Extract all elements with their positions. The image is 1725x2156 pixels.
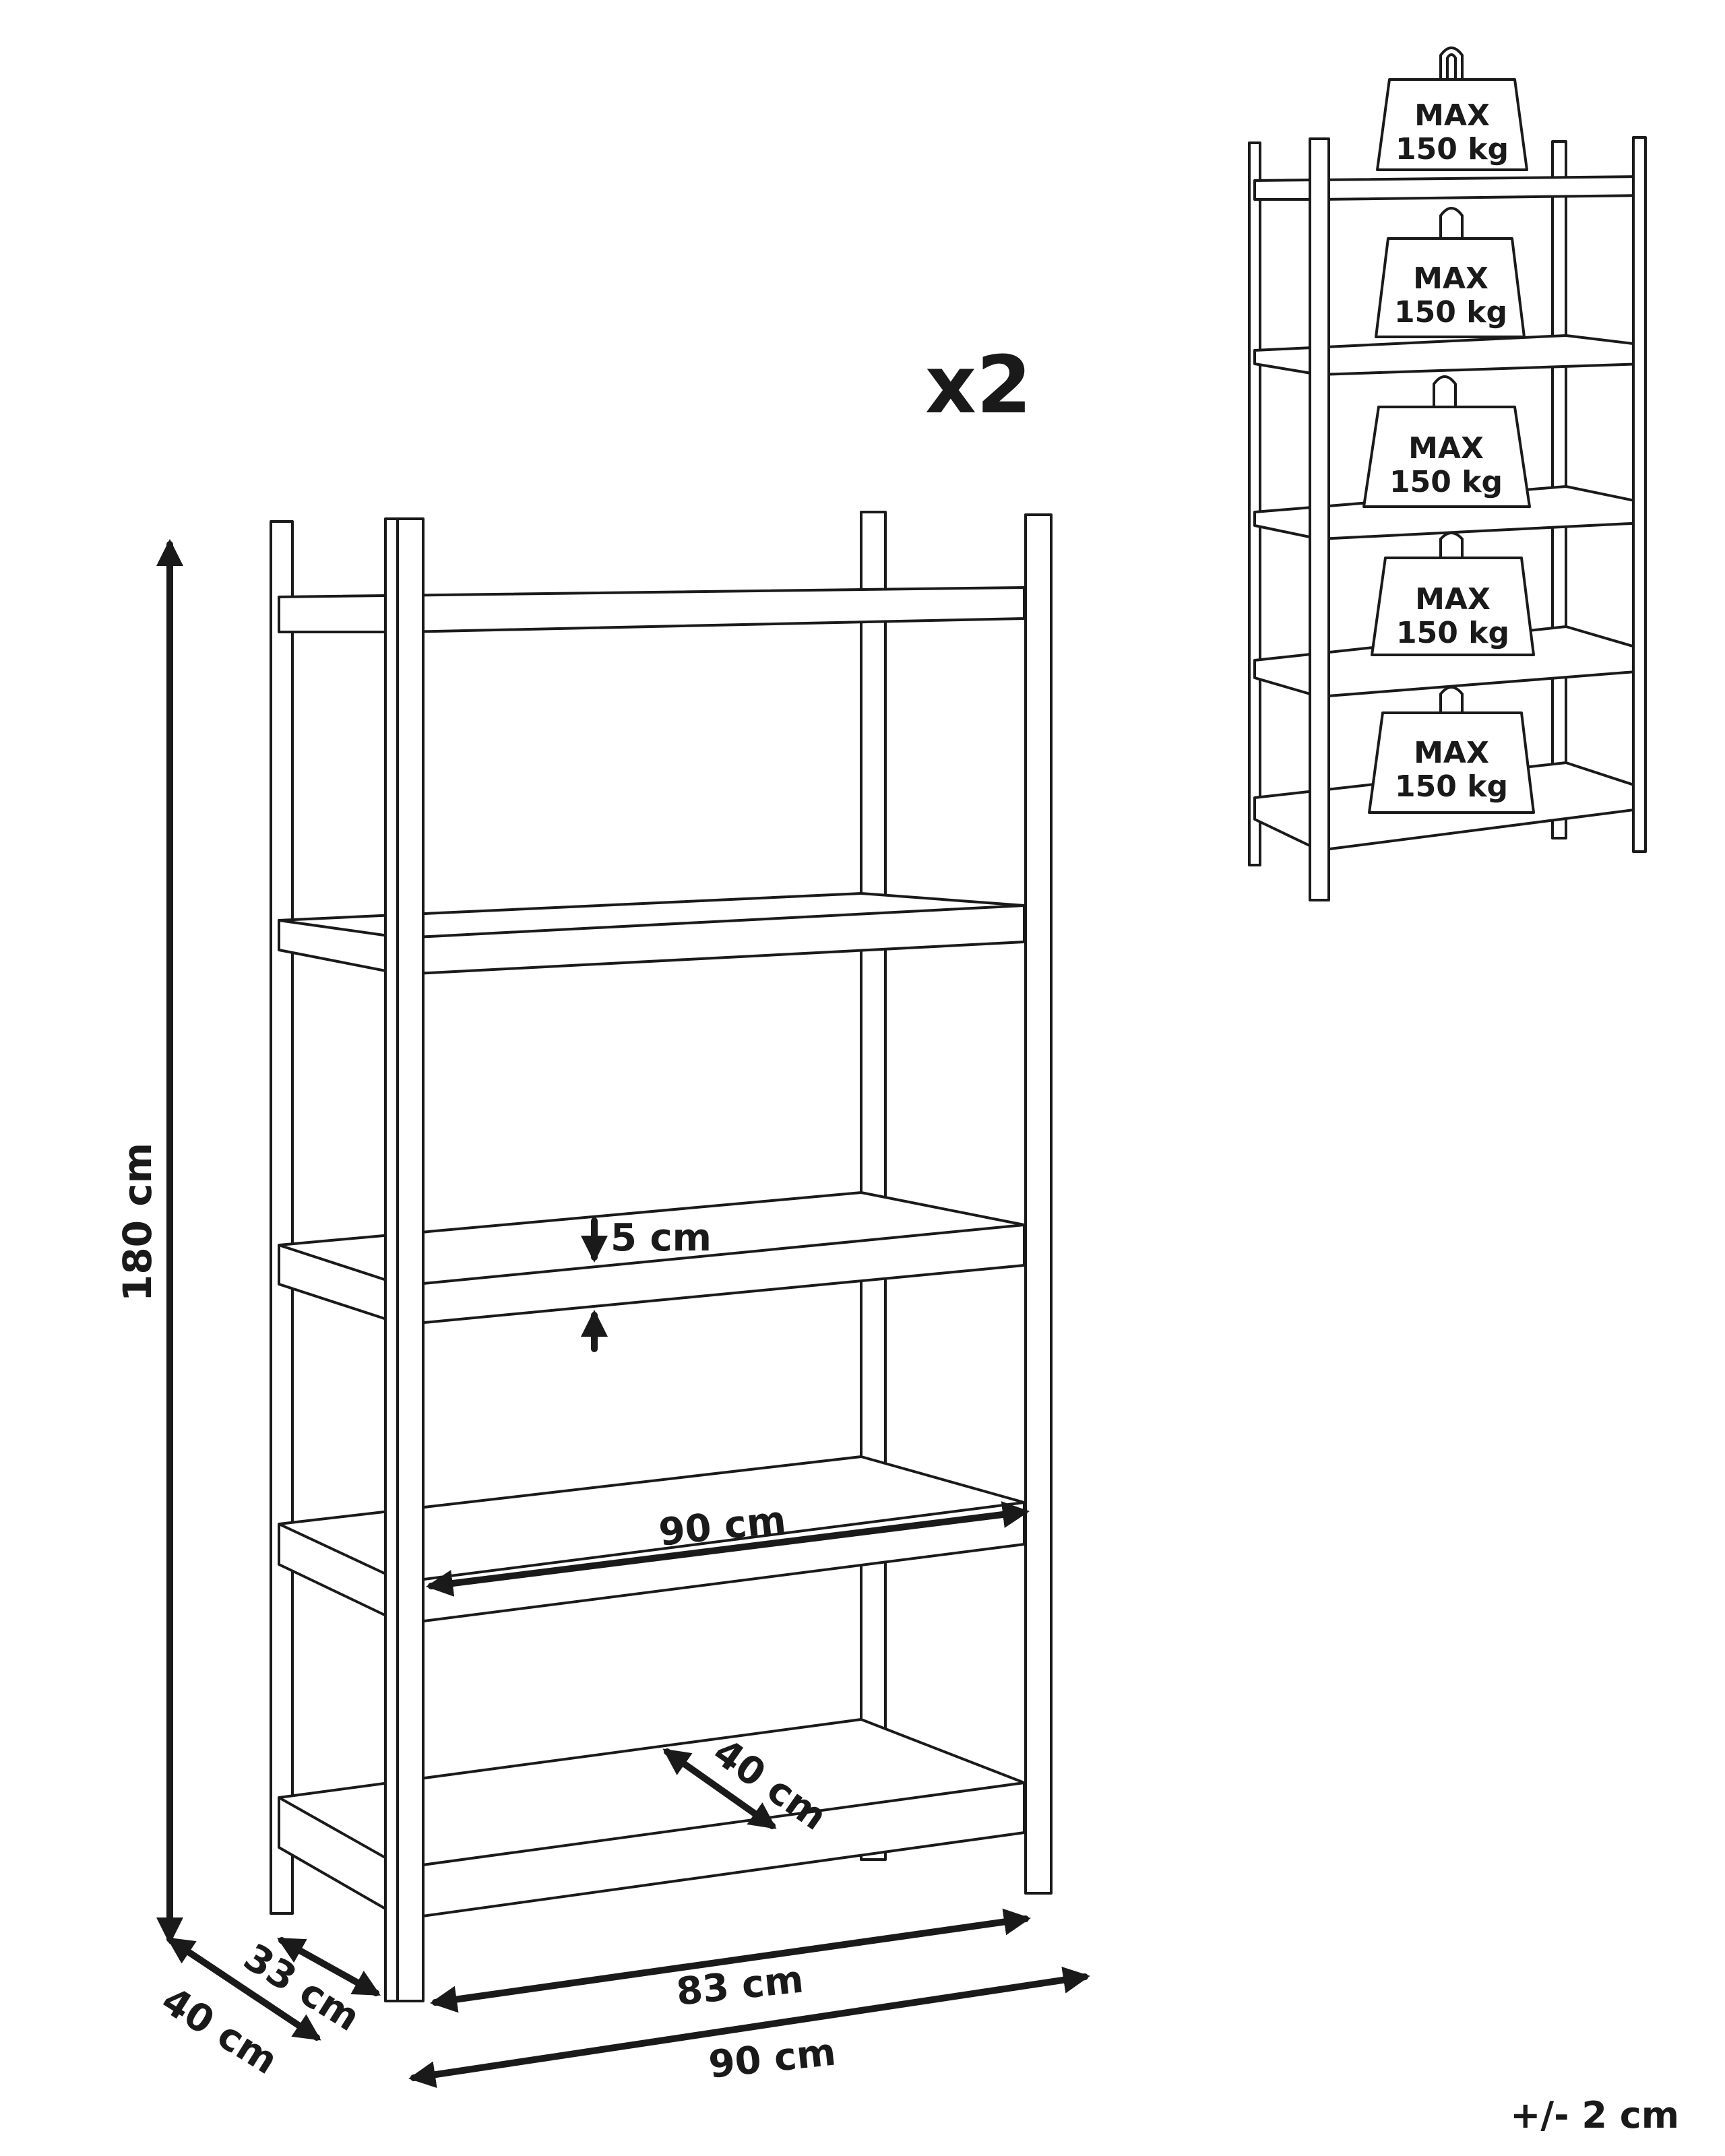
weight-4: MAX 150 kg <box>1371 532 1535 656</box>
shelf-1 <box>278 586 1026 633</box>
weight-3: MAX 150 kg <box>1362 375 1531 508</box>
weight-2-max: MAX <box>1413 261 1488 296</box>
shelf-depth-arrow <box>662 1748 777 1829</box>
load-front-right-post <box>1632 136 1647 853</box>
weight-1-kg: 150 kg <box>1395 132 1509 166</box>
weight-5-kg: 150 kg <box>1395 769 1508 804</box>
weight-4-max: MAX <box>1415 582 1491 616</box>
outer-width-label: 90 cm <box>707 2030 838 2087</box>
shelf-width-arrow <box>426 1501 1030 1597</box>
weight-2-kg: 150 kg <box>1394 295 1507 329</box>
shelf-3 <box>278 1191 1026 1326</box>
load-capacity-diagram: MAX 150 kg MAX 150 kg MAX 150 kg MAX 150… <box>1248 46 1647 901</box>
load-shelf-1 <box>1253 175 1645 201</box>
outer-width-arrow <box>408 1966 1090 2089</box>
weight-3-kg: 150 kg <box>1389 465 1503 499</box>
tolerance-label: +/- 2 cm <box>1510 2094 1679 2136</box>
front-left-post <box>384 517 425 2002</box>
height-label: 180 cm <box>115 1143 160 1302</box>
load-back-left-post <box>1248 141 1261 866</box>
thickness-label: 5 cm <box>610 1216 712 1260</box>
back-right-post <box>860 511 887 1861</box>
front-right-post <box>1024 513 1053 1895</box>
weight-4-kg: 150 kg <box>1396 616 1509 650</box>
weight-1: MAX 150 kg <box>1376 46 1528 171</box>
weight-5-max: MAX <box>1414 736 1489 770</box>
outer-depth-label: 40 cm <box>154 1979 285 2083</box>
weight-3-max: MAX <box>1408 431 1484 466</box>
back-left-post <box>270 520 294 1915</box>
load-front-left-post <box>1309 137 1330 901</box>
weight-1-max: MAX <box>1414 98 1490 133</box>
weight-2: MAX 150 kg <box>1375 207 1526 338</box>
weight-5: MAX 150 kg <box>1368 686 1535 814</box>
quantity-label: x2 <box>925 338 1032 431</box>
outer-depth-arrow <box>166 1937 321 2041</box>
